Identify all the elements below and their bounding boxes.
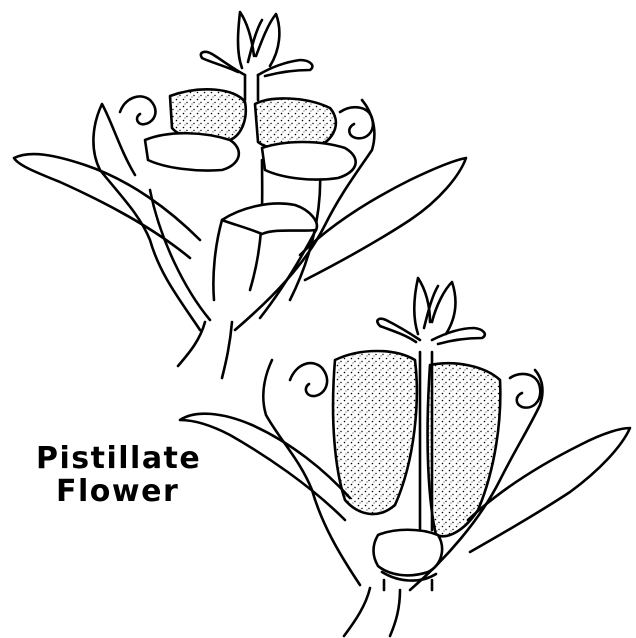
lower-ovary [374,530,443,576]
lower-left-lobe [333,351,417,514]
upper-left-curl [120,96,155,124]
caption-line-2: Flower [56,476,179,508]
lower-stem [344,588,400,636]
upper-style [245,75,258,100]
lower-left-curl [290,363,327,396]
upper-stigma [201,12,313,76]
lower-stigma [377,278,484,344]
upper-rim-right [262,142,356,180]
lower-right-curl [510,374,540,408]
upper-rim-left [145,133,239,170]
lower-left-sepal [180,414,350,520]
upper-left-sepal [14,154,200,258]
upper-stem [178,322,232,378]
upper-flower [14,12,466,378]
upper-right-curl [340,107,373,138]
upper-front-bract [222,203,317,234]
lower-flower [180,278,630,636]
caption-line-1: Pistillate [36,443,201,475]
lower-right-lobe [428,363,501,536]
